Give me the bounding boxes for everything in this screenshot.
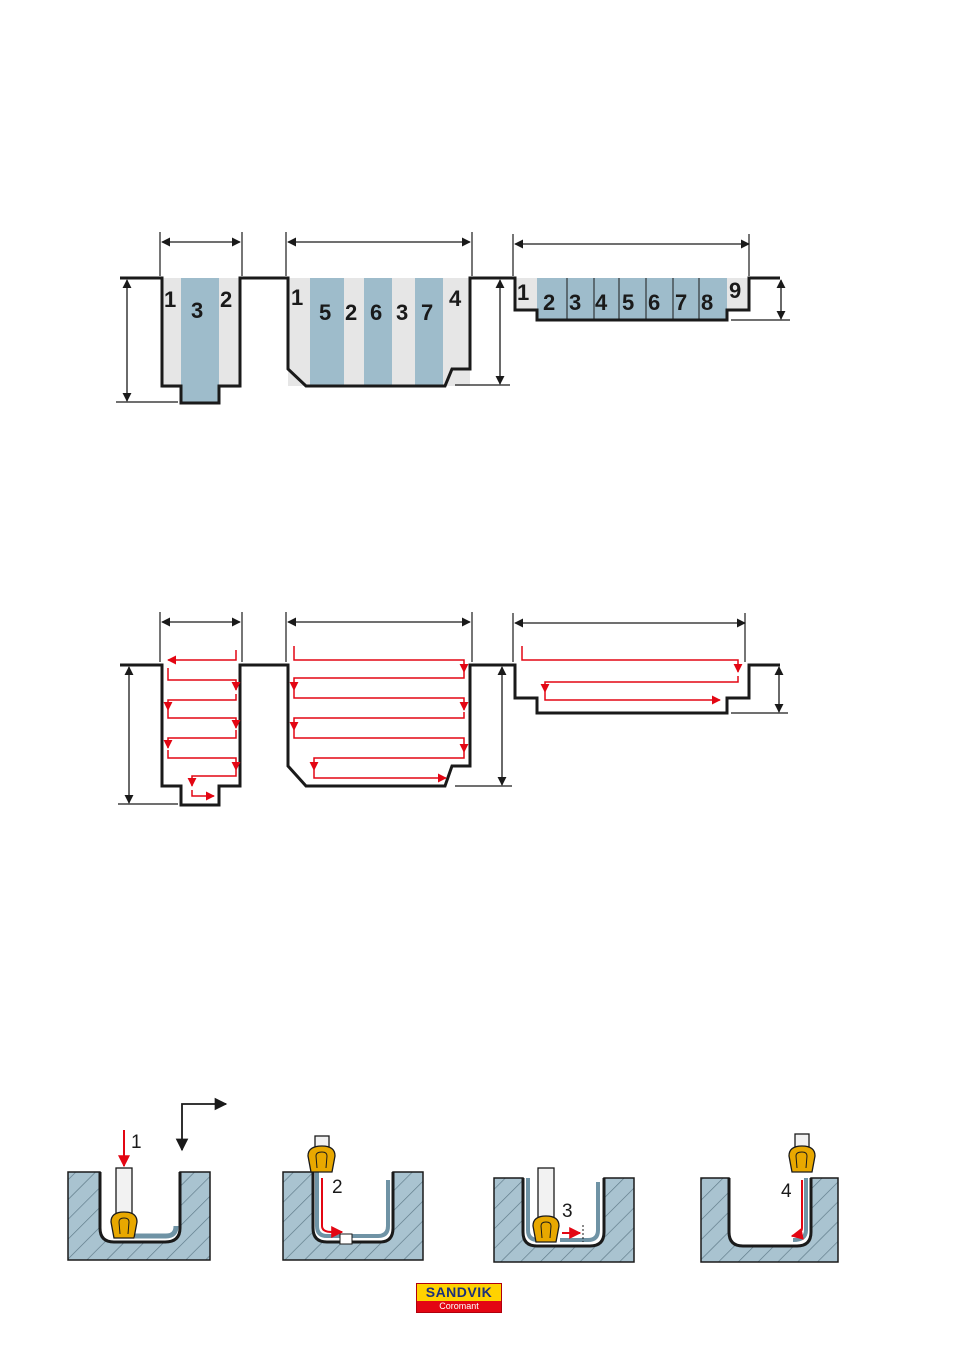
section2-tool-paths [118, 612, 788, 805]
cut-number-a-3: 3 [191, 298, 203, 323]
step-number-4: 4 [781, 1181, 792, 1202]
cut-number-b-1: 1 [291, 285, 303, 310]
cut-number-c-7: 7 [675, 290, 687, 315]
step-3-panel: 3 [494, 1168, 634, 1262]
cut-number-c-3: 3 [569, 290, 581, 315]
step-1-panel: 1 [68, 1130, 210, 1260]
cut-number-b-5: 5 [319, 300, 331, 325]
step-number-1: 1 [131, 1132, 142, 1153]
cut-number-c-4: 4 [595, 290, 608, 315]
cut-number-c-9: 9 [729, 278, 741, 303]
sandvik-coromant-logo: SANDVIK Coromant [416, 1283, 502, 1313]
section3-finishing-steps: 1 2 3 [68, 1104, 838, 1262]
cut-number-c-2: 2 [543, 290, 555, 315]
step-number-2: 2 [332, 1177, 343, 1198]
cut-number-b-3: 3 [396, 300, 408, 325]
groove-profile-2 [120, 665, 780, 805]
logo-brand-text: SANDVIK [417, 1284, 501, 1301]
cut-number-a-2: 2 [220, 287, 232, 312]
cut-number-b-4: 4 [449, 286, 462, 311]
cut-number-c-8: 8 [701, 290, 713, 315]
step-4-panel: 4 [701, 1134, 838, 1262]
cut-number-b-2: 2 [345, 300, 357, 325]
cut-number-c-5: 5 [622, 290, 634, 315]
cut-number-c-6: 6 [648, 290, 660, 315]
section1-numbered-sequence: 1 3 2 1 5 2 6 3 7 4 1 2 3 4 5 6 7 8 9 [116, 232, 790, 403]
step-number-3: 3 [562, 1201, 573, 1222]
cut-number-b-6: 6 [370, 300, 382, 325]
cut-number-c-1: 1 [517, 280, 529, 305]
cut-number-a-1: 1 [164, 287, 176, 312]
logo-sub-text: Coromant [417, 1301, 501, 1312]
cut-number-b-7: 7 [421, 300, 433, 325]
step-2-panel: 2 [283, 1136, 423, 1260]
